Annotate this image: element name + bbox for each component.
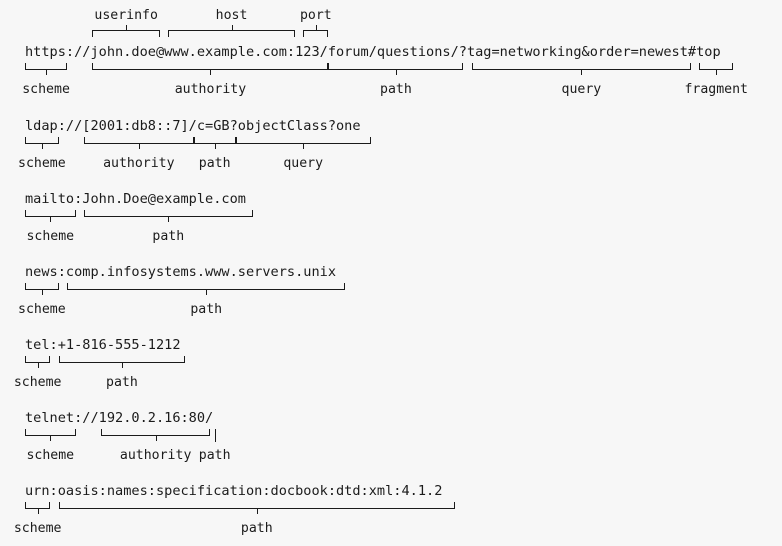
bracket-tick <box>256 508 258 514</box>
component-label-authority: authority <box>103 156 175 171</box>
component-label-path: path <box>198 156 231 171</box>
component-label-path: path <box>152 229 185 244</box>
component-label-authority: authority <box>119 448 192 463</box>
bracket-authority <box>100 429 211 441</box>
bracket-host <box>168 25 295 37</box>
bracket-query <box>471 63 691 75</box>
component-label-userinfo: userinfo <box>94 8 158 23</box>
bracket-userinfo <box>92 25 160 37</box>
bracket-fragment <box>699 63 734 75</box>
component-label-path: path <box>198 448 231 463</box>
bracket-tick <box>37 508 39 514</box>
bracket-tick <box>41 289 43 295</box>
bracket-path <box>58 502 455 514</box>
bracket-path <box>67 283 346 295</box>
bracket-path <box>214 429 216 442</box>
component-label-scheme: scheme <box>13 521 62 536</box>
bracket-tick <box>37 362 39 368</box>
component-label-port: port <box>299 8 332 23</box>
component-label-scheme: scheme <box>18 302 66 317</box>
uri-string: news:comp.infosystems.www.servers.unix <box>25 264 336 280</box>
bracket-path <box>58 356 186 368</box>
component-label-authority: authority <box>174 82 247 97</box>
uri-string: mailto:John.Doe@example.com <box>25 191 246 207</box>
bracket-path <box>84 210 253 222</box>
bracket-authority <box>84 137 194 149</box>
component-label-path: path <box>240 521 273 536</box>
component-label-host: host <box>215 8 248 23</box>
bracket-scheme <box>25 356 51 368</box>
bracket-tick <box>168 216 170 222</box>
bracket-tick <box>231 25 233 31</box>
bracket-scheme <box>25 283 59 295</box>
component-label-path: path <box>106 375 138 390</box>
bracket-authority <box>92 63 329 75</box>
bracket-query <box>235 137 371 149</box>
component-label-scheme: scheme <box>13 375 62 390</box>
uri-string: ldap://[2001:db8::7]/c=GB?objectClass?on… <box>25 118 361 134</box>
bracket-path <box>193 137 236 149</box>
bracket-tick <box>46 69 48 75</box>
component-label-scheme: scheme <box>26 229 75 244</box>
bracket-tick <box>206 289 208 295</box>
component-label-scheme: scheme <box>26 448 75 463</box>
uri-string: https://john.doe@www.example.com:123/for… <box>25 44 721 60</box>
bracket-tick <box>210 69 212 75</box>
bracket-scheme <box>25 502 51 514</box>
uri-string: tel:+1-816-555-1212 <box>25 337 181 353</box>
uri-string: urn:oasis:names:specification:docbook:dt… <box>25 483 443 499</box>
bracket-tick <box>395 69 397 75</box>
bracket-port <box>303 25 329 37</box>
bracket-scheme <box>25 63 68 75</box>
component-label-scheme: scheme <box>22 82 70 97</box>
bracket-tick <box>50 216 52 222</box>
bracket-tick <box>716 69 718 75</box>
component-label-path: path <box>380 82 412 97</box>
component-label-path: path <box>190 302 223 317</box>
bracket-tick <box>303 143 305 149</box>
bracket-tick <box>50 435 52 441</box>
bracket-tick <box>126 25 128 31</box>
bracket-tick <box>121 362 123 368</box>
bracket-tick <box>41 143 43 149</box>
bracket-scheme <box>25 429 76 441</box>
component-label-scheme: scheme <box>18 156 66 171</box>
bracket-tick <box>214 143 216 149</box>
bracket-path <box>328 63 464 75</box>
uri-string: telnet://192.0.2.16:80/ <box>25 410 214 426</box>
bracket-tick <box>581 69 583 75</box>
bracket-tick <box>138 143 140 149</box>
component-label-query: query <box>283 156 324 171</box>
component-label-query: query <box>561 82 602 97</box>
bracket-tick <box>155 435 157 441</box>
bracket-scheme <box>25 210 76 222</box>
bracket-tick <box>315 25 317 31</box>
bracket-scheme <box>25 137 59 149</box>
component-label-fragment: fragment <box>684 82 749 97</box>
